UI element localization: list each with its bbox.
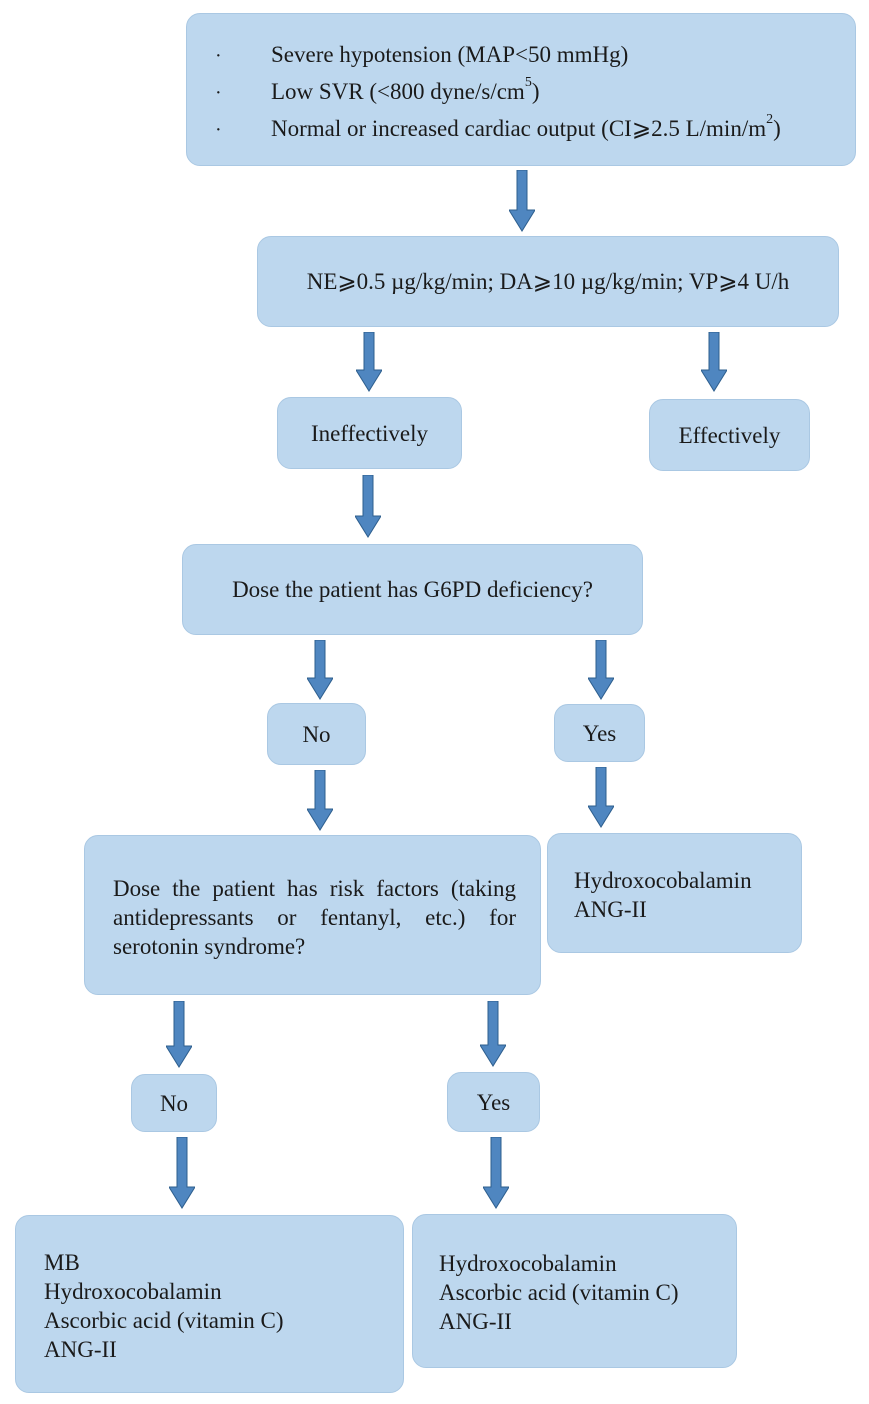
g6pd-yes-treatment-box: Hydroxocobalamin ANG-II xyxy=(547,833,802,953)
ineffective-box: Ineffectively xyxy=(277,397,462,469)
vasopressor-box: NE⩾0.5 µg/kg/min; DA⩾10 µg/kg/min; VP⩾4 … xyxy=(257,236,839,327)
effective-text: Effectively xyxy=(678,422,781,448)
serotonin-yes-box: Yes xyxy=(447,1072,540,1132)
down-arrow-icon xyxy=(169,1137,195,1209)
treatment-item: ANG-II xyxy=(44,1337,117,1362)
g6pd-question-text: Dose the patient has G6PD deficiency? xyxy=(232,577,593,602)
treatment-item: MB xyxy=(44,1250,80,1275)
down-arrow-icon xyxy=(307,640,333,700)
down-arrow-icon xyxy=(356,332,382,392)
ci-exponent: 2 xyxy=(766,112,774,128)
g6pd-yes-text: Yes xyxy=(582,720,617,746)
down-arrow-icon xyxy=(483,1137,509,1209)
serotonin-question-box: Dose the patient has risk factors (takin… xyxy=(84,835,541,995)
serotonin-question-line: Dose the patient has risk factors (takin… xyxy=(113,876,516,901)
treatment-list: Hydroxocobalamin ANG-II xyxy=(574,866,752,924)
g6pd-yes-box: Yes xyxy=(554,704,645,762)
serotonin-question-line: serotonin syndrome? xyxy=(113,934,306,959)
down-arrow-icon xyxy=(307,770,333,831)
svr-close: ) xyxy=(531,79,540,104)
g6pd-no-text: No xyxy=(302,721,331,747)
serotonin-yes-text: Yes xyxy=(476,1089,511,1115)
vasopressor-text: NE⩾0.5 µg/kg/min; DA⩾10 µg/kg/min; VP⩾4 … xyxy=(306,269,790,294)
serotonin-no-treatment-box: MB Hydroxocobalamin Ascorbic acid (vitam… xyxy=(15,1215,404,1393)
ci-close: ) xyxy=(773,116,781,141)
treatment-list: MB Hydroxocobalamin Ascorbic acid (vitam… xyxy=(44,1248,284,1364)
treatment-item: Hydroxocobalamin xyxy=(44,1279,222,1304)
down-arrow-icon xyxy=(480,1001,506,1067)
g6pd-question-box: Dose the patient has G6PD deficiency? xyxy=(182,544,643,635)
ineffective-text: Ineffectively xyxy=(310,420,429,446)
criteria-box: · Severe hypotension (MAP<50 mmHg) · Low… xyxy=(186,13,856,166)
down-arrow-icon xyxy=(701,332,727,392)
treatment-item: Hydroxocobalamin xyxy=(574,868,752,893)
treatment-item: Hydroxocobalamin xyxy=(439,1251,617,1276)
criteria-text-svr: Low SVR (<800 dyne/s/cm5) xyxy=(271,75,540,106)
treatment-list: Hydroxocobalamin Ascorbic acid (vitamin … xyxy=(439,1249,679,1336)
serotonin-question-line: antidepressants or fentanyl, etc.) for xyxy=(113,905,516,930)
svr-exponent: 5 xyxy=(524,75,532,91)
serotonin-no-box: No xyxy=(131,1074,217,1132)
criteria-item-ci: · Normal or increased cardiac output (CI… xyxy=(187,112,855,150)
bullet-icon: · xyxy=(215,82,222,104)
treatment-item: Ascorbic acid (vitamin C) xyxy=(439,1280,679,1305)
criteria-item-map: · Severe hypotension (MAP<50 mmHg) xyxy=(187,40,855,76)
treatment-item: ANG-II xyxy=(439,1309,512,1334)
criteria-text-ci: Normal or increased cardiac output (CI⩾2… xyxy=(271,112,781,143)
down-arrow-icon xyxy=(166,1001,192,1068)
criteria-item-svr: · Low SVR (<800 dyne/s/cm5) xyxy=(187,75,855,113)
g6pd-no-box: No xyxy=(267,703,366,765)
down-arrow-icon xyxy=(355,475,381,538)
criteria-text-map: Severe hypotension (MAP<50 mmHg) xyxy=(271,42,629,67)
effective-box: Effectively xyxy=(649,399,810,471)
treatment-item: Ascorbic acid (vitamin C) xyxy=(44,1308,284,1333)
svr-text: Low SVR (<800 dyne/s/cm xyxy=(271,79,525,104)
down-arrow-icon xyxy=(588,640,614,700)
down-arrow-icon xyxy=(588,767,614,828)
serotonin-yes-treatment-box: Hydroxocobalamin Ascorbic acid (vitamin … xyxy=(412,1214,737,1368)
bullet-icon: · xyxy=(215,119,222,141)
serotonin-question-text: Dose the patient has risk factors (takin… xyxy=(113,874,516,961)
bullet-icon: · xyxy=(215,45,222,67)
treatment-item: ANG-II xyxy=(574,897,647,922)
ci-text: Normal or increased cardiac output (CI⩾2… xyxy=(271,116,767,141)
down-arrow-icon xyxy=(509,170,535,232)
serotonin-no-text: No xyxy=(159,1090,189,1116)
